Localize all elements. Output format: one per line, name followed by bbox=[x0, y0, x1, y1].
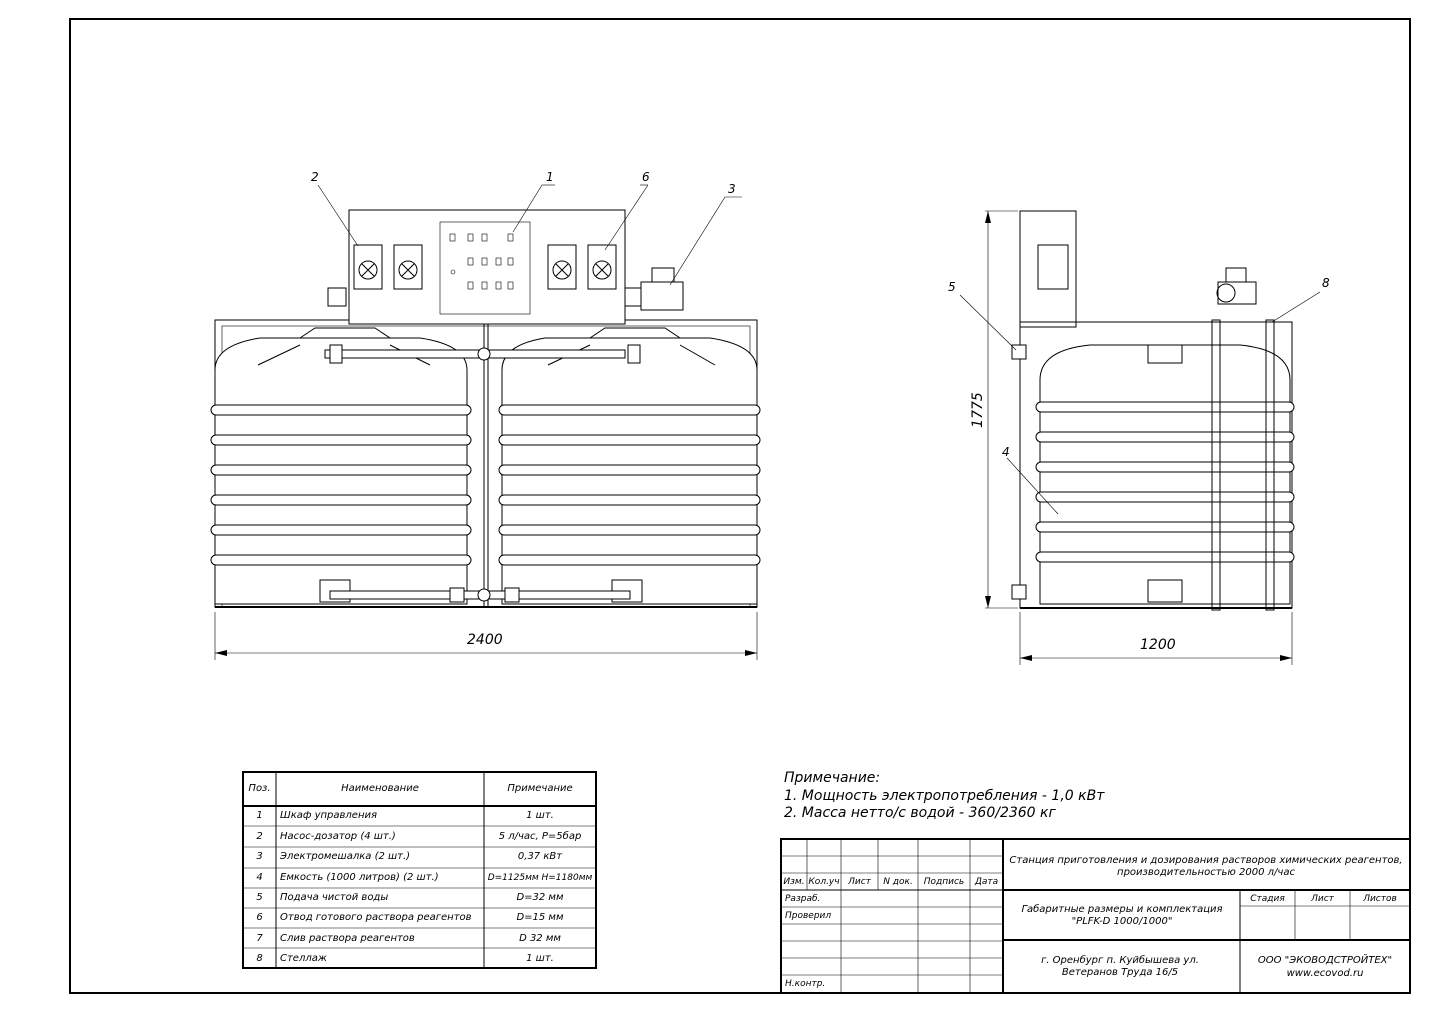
callout-4: 4 bbox=[1002, 445, 1010, 459]
table-cell-note: D 32 мм bbox=[519, 933, 561, 944]
table-cell-name: Слив раствора реагентов bbox=[280, 933, 415, 944]
side-view-drawing bbox=[959, 210, 1321, 665]
tb-col-label: N док. bbox=[883, 877, 913, 887]
table-cell-note: 1 шт. bbox=[526, 810, 554, 821]
tb-sheet-label: Лист bbox=[1311, 894, 1334, 904]
front-tank-left bbox=[210, 327, 472, 605]
tb-col-label: Лист bbox=[848, 877, 871, 887]
tb-row-label: Проверил bbox=[785, 911, 832, 921]
table-cell-note: D=15 мм bbox=[516, 912, 564, 923]
table-cell-pos: 2 bbox=[256, 831, 263, 842]
table-cell-note: 0,37 кВт bbox=[517, 851, 563, 862]
callout-5: 5 bbox=[948, 280, 956, 294]
callout-6: 6 bbox=[642, 170, 650, 184]
tb-address: г. Оренбург п. Куйбышева ул. Ветеранов Т… bbox=[1041, 955, 1199, 978]
table-cell-name: Отвод готового раствора реагентов bbox=[280, 912, 472, 923]
table-cell-pos: 8 bbox=[256, 953, 263, 964]
table-cell-note: D=32 мм bbox=[516, 892, 564, 903]
tb-company: ООО "ЭКОВОДСТРОЙТЕХ" bbox=[1257, 955, 1393, 966]
table-cell-pos: 3 bbox=[256, 851, 263, 862]
dimension-width-side: 1200 bbox=[1140, 637, 1176, 653]
title-block-grid bbox=[780, 838, 1411, 994]
callout-2: 2 bbox=[311, 170, 319, 184]
drawing-frame bbox=[69, 18, 1411, 994]
table-cell-pos: 1 bbox=[256, 810, 263, 821]
tb-website: www.ecovod.ru bbox=[1286, 968, 1364, 979]
note-item: 2. Масса нетто/с водой - 360/2360 кг bbox=[784, 805, 1056, 821]
table-cell-name: Подача чистой воды bbox=[280, 892, 389, 903]
spec-table-grid bbox=[242, 771, 597, 969]
table-cell-note: 1 шт. bbox=[526, 953, 554, 964]
tb-row-label: Н.контр. bbox=[785, 979, 826, 989]
front-mixer-motor bbox=[640, 281, 684, 311]
note-item: 1. Мощность электропотребления - 1,0 кВт bbox=[784, 788, 1105, 804]
dimension-height-side: 1775 bbox=[969, 392, 986, 428]
table-cell-pos: 6 bbox=[256, 912, 263, 923]
tb-col-label: Кол.уч bbox=[808, 877, 840, 887]
table-cell-name: Стеллаж bbox=[280, 953, 327, 964]
tb-col-label: Дата bbox=[974, 877, 999, 887]
tb-stage-label: Стадия bbox=[1250, 894, 1285, 904]
table-cell-name: Электромешалка (2 шт.) bbox=[280, 851, 411, 862]
tb-doc-title: Станция приготовления и дозирования раст… bbox=[1009, 855, 1403, 878]
tb-sheets-label: Листов bbox=[1363, 894, 1397, 904]
notes-title: Примечание: bbox=[784, 770, 881, 786]
side-mixer-motor bbox=[1217, 281, 1257, 305]
tb-drawing-name: Габаритные размеры и комплектация "PLFK-… bbox=[1021, 904, 1223, 927]
table-header-name: Наименование bbox=[341, 783, 419, 794]
tb-col-label: Подпись bbox=[923, 877, 965, 887]
front-mixer-left bbox=[327, 287, 347, 307]
front-dosing-pumps bbox=[353, 244, 617, 290]
callout-8: 8 bbox=[1322, 276, 1330, 290]
table-cell-note: D=1125мм H=1180мм bbox=[487, 873, 593, 883]
table-cell-name: Насос-дозатор (4 шт.) bbox=[280, 831, 396, 842]
table-cell-pos: 5 bbox=[256, 892, 263, 903]
front-tank-right bbox=[498, 327, 761, 605]
table-cell-name: Шкаф управления bbox=[280, 810, 378, 821]
table-header-note: Примечание bbox=[507, 783, 573, 794]
side-cabinet bbox=[1019, 210, 1077, 328]
callout-1: 1 bbox=[546, 170, 554, 184]
side-tank bbox=[1039, 344, 1291, 605]
table-header-pos: Поз. bbox=[248, 783, 271, 794]
dimension-width-front: 2400 bbox=[467, 632, 503, 648]
front-top-pipe bbox=[324, 349, 626, 359]
front-cabinet bbox=[348, 209, 626, 325]
table-cell-pos: 4 bbox=[256, 872, 263, 883]
table-cell-name: Емкость (1000 литров) (2 шт.) bbox=[280, 872, 439, 883]
front-view-drawing bbox=[210, 184, 761, 660]
tb-row-label: Разраб. bbox=[785, 894, 821, 904]
tb-col-label: Изм. bbox=[783, 877, 805, 887]
callout-3: 3 bbox=[728, 182, 736, 196]
table-cell-note: 5 л/час, P=5бар bbox=[498, 831, 582, 842]
table-cell-pos: 7 bbox=[256, 933, 263, 944]
